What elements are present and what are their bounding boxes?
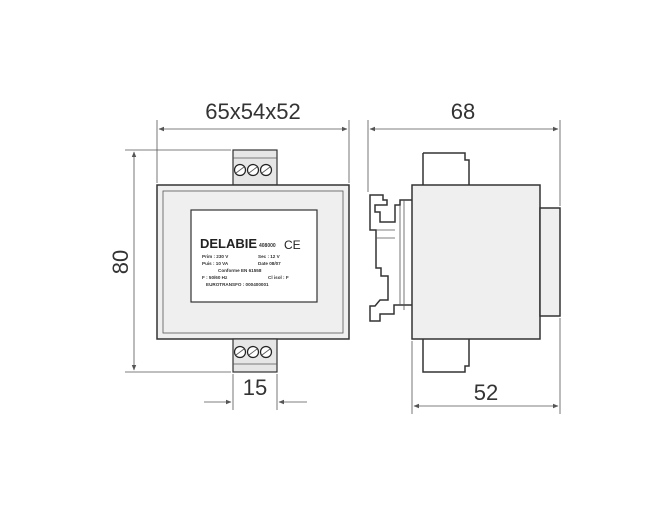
front-view: DELABIE 408000 CE Prim : 230 V Sec : 12 …: [156, 149, 350, 373]
ce-mark: CE: [284, 238, 301, 252]
side-view: [369, 152, 561, 373]
din-rail-clip: [369, 194, 412, 322]
label-line-2-right: Date 08/07: [258, 261, 281, 266]
side-body-depth-label: 52: [474, 380, 498, 405]
product-code: 408000: [259, 243, 276, 249]
label-line-5: EUROTRANSFO : 000400001: [206, 282, 269, 287]
side-depth-dimension: 68: [367, 99, 561, 206]
height-label: 80: [108, 250, 133, 274]
front-width-label: 65x54x52: [205, 99, 300, 124]
terminal-width-label: 15: [243, 375, 267, 400]
side-body-depth-dimension: 52: [411, 318, 561, 414]
terminal-width-dimension: 15: [204, 374, 307, 410]
side-protrusion: [539, 207, 561, 317]
top-lug: [423, 152, 470, 185]
brand-label: DELABIE: [200, 236, 257, 251]
height-dimension: 80: [108, 149, 231, 373]
bottom-lug: [422, 339, 470, 373]
bottom-terminal-block: [232, 338, 278, 373]
side-depth-label: 68: [451, 99, 475, 124]
label-line-3: Conforme EN 61558: [218, 268, 262, 273]
top-terminal-block: [232, 149, 278, 186]
front-width-dimension: 65x54x52: [156, 99, 350, 183]
label-line-2-left: Puis : 10 VA: [202, 261, 229, 266]
label-line-1-left: Prim : 230 V: [202, 254, 229, 259]
nameplate: DELABIE 408000 CE Prim : 230 V Sec : 12 …: [190, 209, 318, 303]
label-line-4-right: Cl isol : F: [268, 275, 289, 280]
label-line-4-left: F : 50/60 Hz: [202, 275, 228, 280]
side-body: [411, 184, 541, 340]
label-line-1-right: Sec : 12 V: [258, 254, 281, 259]
